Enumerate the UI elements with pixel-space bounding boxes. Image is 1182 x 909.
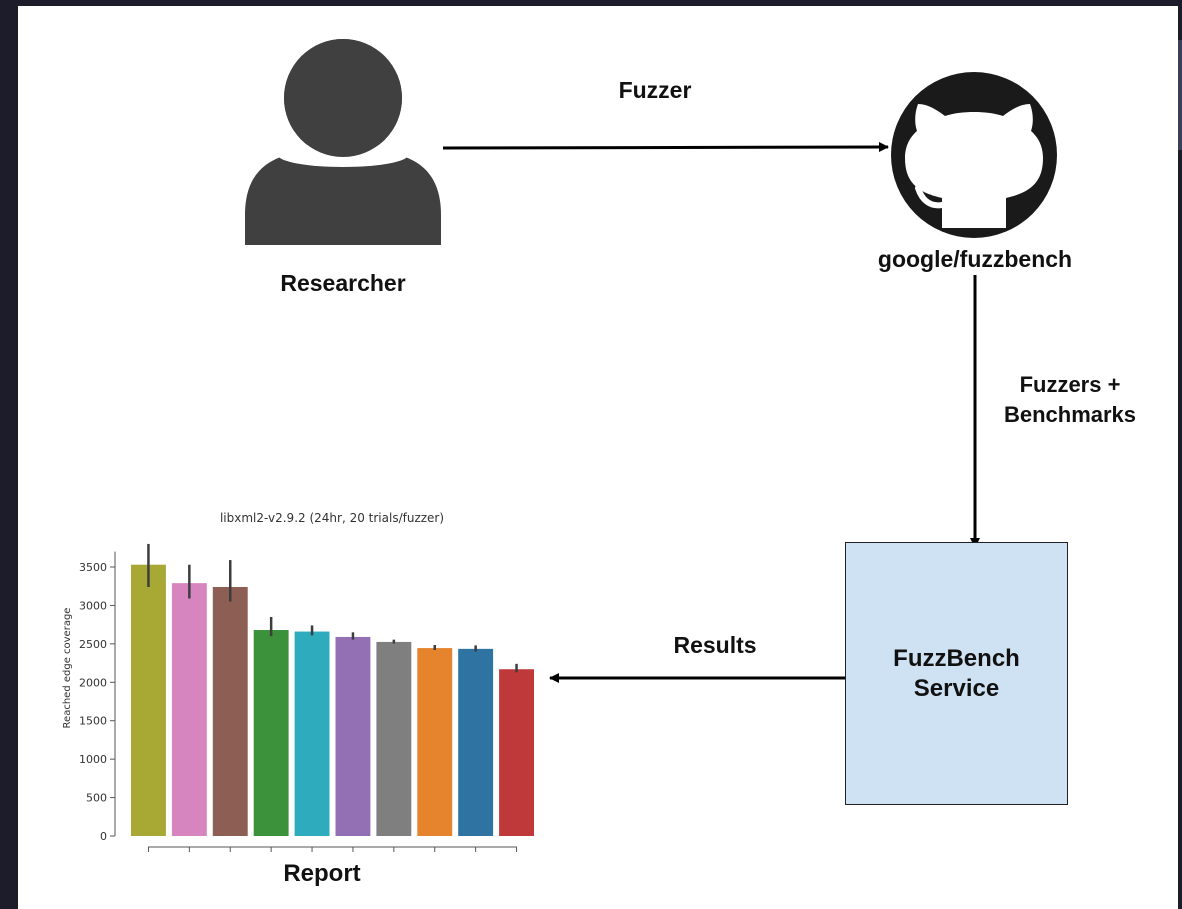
chart-y-axis: 0 500 1000 1500 2000 2500 3000 3500 <box>79 551 116 843</box>
service-label-line1: FuzzBench <box>893 644 1020 672</box>
fuzzbench-service-box: FuzzBench Service <box>845 542 1068 805</box>
chart-title: libxml2-v2.9.2 (24hr, 20 trials/fuzzer) <box>220 511 444 525</box>
y-tick-label: 0 <box>100 830 107 843</box>
chart-bar <box>212 586 248 836</box>
github-repo-label: google/fuzzbench <box>877 246 1073 272</box>
github-octocat-icon <box>891 72 1057 238</box>
y-tick-label: 2000 <box>79 676 107 689</box>
y-tick-label: 500 <box>86 792 107 805</box>
chart-bar <box>171 583 207 836</box>
chart-bars <box>131 564 534 836</box>
y-tick-label: 2500 <box>79 638 107 651</box>
y-tick-label: 3500 <box>79 561 107 574</box>
arrow-researcher-to-repo <box>442 142 889 153</box>
chart-bar <box>458 648 494 836</box>
chart-error-bars <box>147 543 518 673</box>
chart-x-axis <box>147 846 518 852</box>
y-tick-label: 1500 <box>79 715 107 728</box>
arrow-label-results: Results <box>673 632 757 658</box>
chart-bar <box>499 669 534 836</box>
chart-bar <box>335 636 371 836</box>
arrow-label-fuzzer: Fuzzer <box>618 77 692 103</box>
window-edge <box>1178 40 1182 150</box>
arrow-label-fuzzers-benchmarks-line1: Fuzzers + <box>1019 372 1121 397</box>
person-icon <box>245 39 441 245</box>
chart-bar <box>253 630 289 836</box>
chart-bar <box>131 564 166 836</box>
y-tick-label: 3000 <box>79 599 107 612</box>
chart-bar <box>417 648 453 836</box>
y-tick-label: 1000 <box>79 753 107 766</box>
coverage-bar-chart: libxml2-v2.9.2 (24hr, 20 trials/fuzzer) … <box>62 511 534 852</box>
report-label: Report <box>283 860 361 887</box>
arrow-label-fuzzers-benchmarks-line2: Benchmarks <box>1003 402 1137 427</box>
chart-bar <box>376 641 412 836</box>
chart-y-axis-label: Reached edge coverage <box>62 608 73 729</box>
researcher-label: Researcher <box>280 270 406 296</box>
service-label-line2: Service <box>913 674 1000 702</box>
chart-bar <box>294 631 330 836</box>
